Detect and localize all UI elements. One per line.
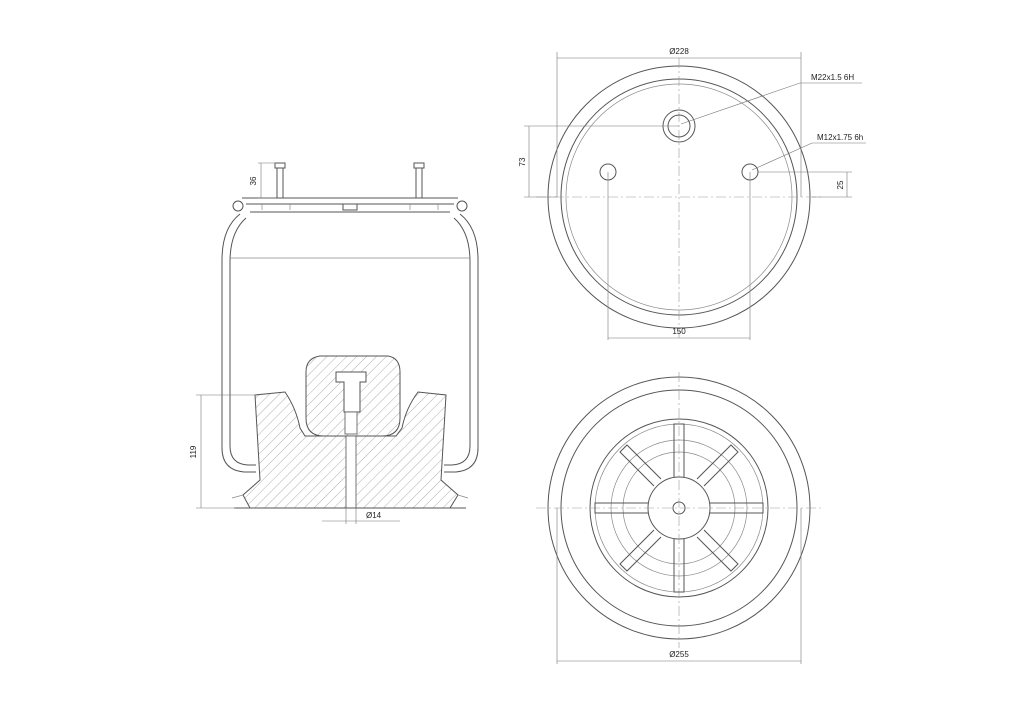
dimension-73: 73 [518, 125, 679, 198]
thread-large-label: M22x1.5 6H [811, 73, 854, 82]
bottom-view: Ø255 [536, 372, 822, 664]
dim-119-label: 119 [189, 445, 198, 458]
dim-36-label: 36 [249, 176, 258, 185]
dimension-25: 25 [758, 171, 852, 198]
dim-25-label: 25 [836, 180, 845, 189]
callout-thread-small: M12x1.75 6h [751, 133, 866, 171]
left-stud [274, 162, 286, 199]
piston-section [231, 355, 469, 509]
side-section-view: 36 119 Ø14 [189, 162, 479, 524]
callout-thread-large: M22x1.5 6H [680, 73, 862, 125]
top-view: Ø228 73 25 150 M22x1.5 6H [518, 47, 866, 340]
top-bead-plate [232, 197, 468, 213]
dim-73-label: 73 [518, 157, 527, 166]
dimension-top-diameter: Ø228 [556, 47, 802, 197]
dimension-119: 119 [189, 394, 256, 509]
bore-diameter-label: Ø14 [366, 511, 382, 520]
dimension-bore: Ø14 [322, 508, 400, 524]
piston-ribs [594, 423, 764, 593]
top-diameter-label: Ø228 [669, 47, 689, 56]
dimension-bottom-diameter: Ø255 [556, 508, 802, 664]
thread-small-label: M12x1.75 6h [817, 133, 863, 142]
right-stud [413, 162, 425, 199]
dimension-150: 150 [608, 327, 750, 339]
dim-150-label: 150 [672, 327, 686, 336]
rubber-bellows [221, 213, 479, 473]
bottom-diameter-label: Ø255 [669, 650, 689, 659]
dimension-36: 36 [249, 162, 276, 199]
